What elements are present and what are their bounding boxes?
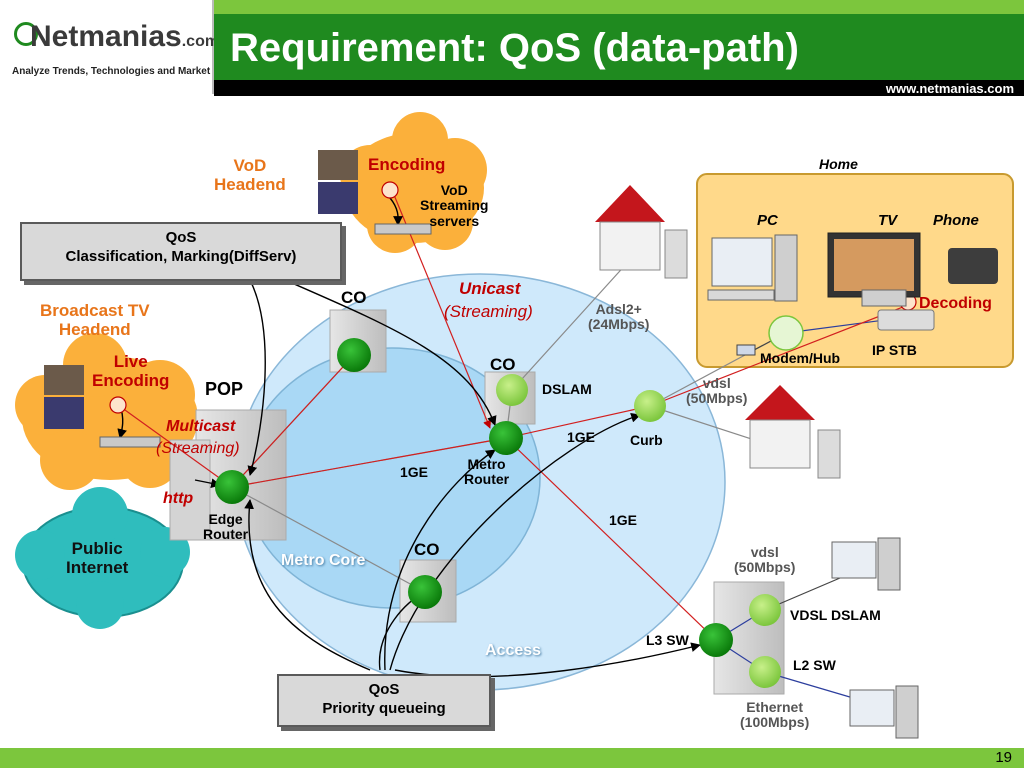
ethernet-label: Ethernet(100Mbps) bbox=[740, 699, 810, 731]
ip-stb-label: IP STB bbox=[872, 342, 917, 358]
access-pc-top-icon bbox=[831, 537, 901, 591]
modem-hub-label: Modem/Hub bbox=[760, 350, 841, 366]
l3-sw-node bbox=[699, 623, 733, 657]
page-title: Requirement: QoS (data-path) bbox=[230, 26, 799, 70]
page-number: 19 bbox=[995, 749, 1012, 766]
arrow-qos-class-metro bbox=[284, 279, 497, 426]
logo-tagline: Analyze Trends, Technologies and Market bbox=[12, 66, 211, 77]
path-edge-metro bbox=[231, 437, 507, 488]
tv-icon bbox=[827, 232, 921, 307]
house-top-icon bbox=[595, 185, 688, 279]
decoding-label: Decoding bbox=[919, 295, 992, 312]
phone-icon bbox=[948, 248, 998, 284]
home-title: Home bbox=[819, 156, 858, 172]
logo-swirl-icon bbox=[14, 22, 38, 46]
l3-sw-label: L3 SW bbox=[646, 632, 689, 648]
logo: Netmanias.com Analyze Trends, Technologi… bbox=[0, 0, 219, 94]
metro-router-node bbox=[489, 421, 523, 455]
live-video-thumbnails bbox=[44, 365, 84, 429]
unicast-sub-label: (Streaming) bbox=[444, 302, 533, 321]
phone-label: Phone bbox=[933, 212, 979, 229]
adsl2-label: Adsl2+(24Mbps) bbox=[588, 301, 650, 333]
path-metro-curb bbox=[505, 405, 651, 439]
live-encoding-dot bbox=[109, 396, 127, 414]
path-live-edge bbox=[117, 404, 233, 488]
edge-router-node bbox=[215, 470, 249, 504]
link-1ge-right-label: 1GE bbox=[567, 429, 596, 445]
l2-sw-label: L2 SW bbox=[793, 657, 836, 673]
link-1ge-bottom-label: 1GE bbox=[609, 512, 638, 528]
vdsl-top-label: vdsl(50Mbps) bbox=[686, 375, 748, 407]
footer-bar: 19 bbox=[0, 748, 1024, 768]
arrow-prio-metro bbox=[384, 449, 496, 671]
co-mid-label: CO bbox=[490, 355, 516, 374]
title-top-strip bbox=[214, 0, 1024, 14]
vod-video-thumbnails bbox=[318, 150, 358, 214]
url-bar: www.netmanias.com bbox=[214, 80, 1024, 96]
live-server-icon bbox=[99, 436, 161, 448]
pc-label: PC bbox=[757, 212, 778, 229]
encoding-dot bbox=[381, 181, 399, 199]
dslam-label: DSLAM bbox=[542, 381, 592, 397]
house-mid-icon bbox=[745, 385, 841, 479]
co-top-node bbox=[337, 338, 371, 372]
dslam-node bbox=[496, 374, 528, 406]
multicast-sub-label: (Streaming) bbox=[156, 440, 240, 457]
pc-icon bbox=[707, 234, 798, 302]
co-bottom-label: CO bbox=[414, 540, 440, 559]
logo-brand: Netmanias.com bbox=[30, 20, 220, 53]
vdsl-bottom-label: vdsl(50Mbps) bbox=[734, 544, 796, 576]
metro-core-label: Metro Core bbox=[281, 552, 366, 569]
co-bottom-node bbox=[408, 575, 442, 609]
link-edge-co-bottom bbox=[231, 486, 426, 593]
vdsl-dslam-node bbox=[749, 594, 781, 626]
pop-label: POP bbox=[205, 379, 244, 399]
curb-node bbox=[634, 390, 666, 422]
tv-label: TV bbox=[878, 212, 898, 229]
link-l2-pc bbox=[764, 671, 861, 701]
unicast-label: Unicast bbox=[459, 279, 521, 298]
arrow-qos-class-edge bbox=[247, 279, 266, 476]
public-internet-cloud bbox=[15, 487, 190, 629]
link-dslam-home1 bbox=[511, 261, 629, 391]
co-top-label: CO bbox=[341, 288, 367, 307]
pop-building bbox=[169, 409, 287, 541]
access-pc-bottom-icon bbox=[849, 685, 919, 739]
arrow-prio-curb bbox=[389, 412, 641, 671]
title-bar: Requirement: QoS (data-path) bbox=[214, 0, 1024, 94]
vdsl-dslam-label: VDSL DSLAM bbox=[790, 607, 881, 623]
path-curb-decoding bbox=[649, 304, 909, 407]
site-url[interactable]: www.netmanias.com bbox=[885, 81, 1014, 96]
arrow-prio-edge bbox=[244, 499, 371, 671]
encoding-label: Encoding bbox=[368, 155, 446, 174]
access-label: Access bbox=[485, 642, 542, 659]
multicast-label: Multicast bbox=[166, 418, 236, 435]
l2-sw-node bbox=[749, 656, 781, 688]
http-label: http bbox=[163, 490, 194, 507]
network-diagram bbox=[15, 112, 1014, 739]
link-1ge-left-label: 1GE bbox=[400, 464, 429, 480]
hub-port bbox=[736, 344, 756, 356]
modem-hub-node bbox=[768, 315, 804, 351]
curb-label: Curb bbox=[630, 432, 663, 448]
vod-server-icon bbox=[374, 223, 432, 235]
ip-stb-icon bbox=[877, 309, 935, 331]
logo-suffix: .com bbox=[181, 33, 220, 50]
